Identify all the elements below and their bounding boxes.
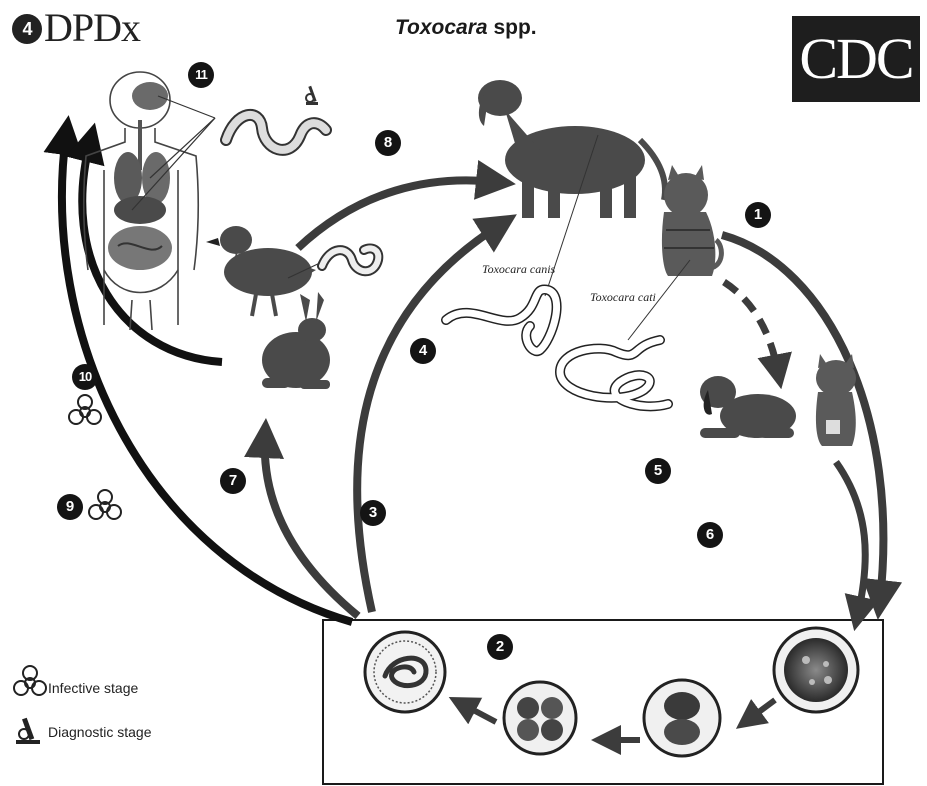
step-11-marker: 11	[188, 62, 214, 88]
figure-title: Toxocara spp.	[395, 16, 537, 40]
arrow-transmission-dashed	[724, 282, 778, 372]
step-6-marker: 6	[697, 522, 723, 548]
label-toxocara-canis: Toxocara canis	[482, 262, 555, 277]
cdc-logo: CDC	[792, 16, 920, 102]
larva-human-tissue	[226, 115, 326, 150]
biohazard-icon-10	[69, 395, 101, 424]
cat-definitive-host	[662, 165, 721, 276]
step-1-marker: 1	[745, 202, 771, 228]
organ-pointer-lines	[132, 96, 215, 210]
puppy	[700, 376, 796, 438]
egg-arrow-1	[748, 700, 775, 720]
step-7-marker: 7	[220, 468, 246, 494]
step-2-marker: 2	[487, 634, 513, 660]
legend-diagnostic-stage: Diagnostic stage	[48, 724, 152, 740]
egg-embryonated-larva	[365, 632, 445, 712]
microscope-icon	[306, 86, 318, 105]
dpdx-logo-text: DPDx	[44, 5, 140, 50]
arrow-environment-to-dog	[357, 225, 500, 612]
kitten	[816, 354, 856, 446]
step-10-marker: 10	[72, 364, 98, 390]
egg-morula	[504, 682, 576, 754]
legend-biohazard-icon	[14, 666, 46, 695]
step-4-marker: 4	[410, 338, 436, 364]
dog-definitive-host	[478, 80, 665, 218]
title-suffix: spp.	[493, 16, 536, 39]
egg-two-cell	[644, 680, 720, 756]
step-5-marker: 5	[645, 458, 671, 484]
egg-unembryonated	[774, 628, 858, 712]
legend-microscope-icon	[16, 718, 40, 744]
legend-infective-stage: Infective stage	[48, 680, 138, 696]
biohazard-icon-9	[89, 490, 121, 519]
step-8-marker: 8	[375, 130, 401, 156]
dpdx-logo-mark: 4	[12, 14, 42, 44]
arrow-puppies-to-environment	[836, 462, 865, 614]
duck-paratenic-host	[206, 226, 316, 316]
adult-worm-cati	[560, 260, 690, 406]
label-toxocara-cati: Toxocara cati	[590, 290, 656, 305]
rabbit-paratenic-host	[262, 292, 330, 389]
step-3-marker: 3	[360, 500, 386, 526]
arrow-paratenic-to-dog	[298, 180, 496, 248]
egg-arrow-3	[462, 704, 496, 722]
title-genus: Toxocara	[395, 16, 488, 39]
step-9-marker: 9	[57, 494, 83, 520]
